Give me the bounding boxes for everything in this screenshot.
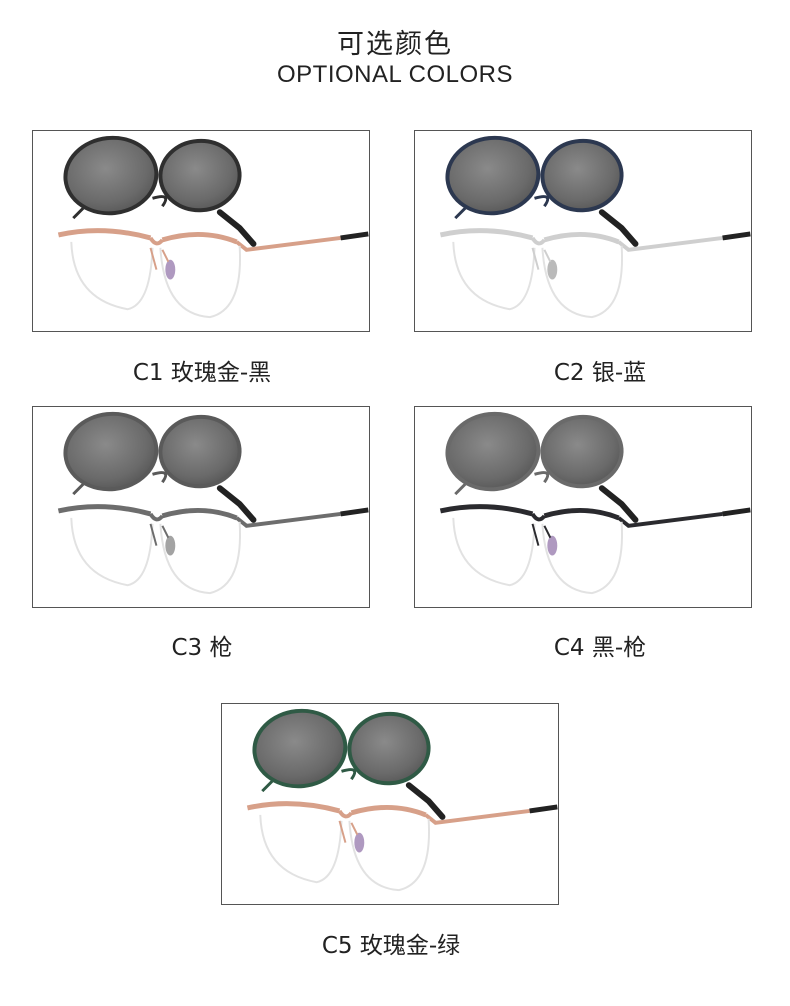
glasses-image-c5 (222, 704, 558, 904)
variant-label-c5: C5 玫瑰金-绿 (321, 933, 461, 959)
glasses-image-c1 (33, 131, 369, 331)
variant-card-c4[interactable] (414, 406, 752, 608)
variant-card-c2[interactable] (414, 130, 752, 332)
variant-card-c1[interactable] (32, 130, 370, 332)
variant-label-c4: C4 黑-枪 (553, 635, 647, 661)
variant-card-c5[interactable] (221, 703, 559, 905)
variant-label-c3: C3 枪 (171, 635, 233, 661)
variant-label-c1: C1 玫瑰金-黑 (132, 360, 272, 386)
glasses-image-c2 (415, 131, 751, 331)
variant-card-c3[interactable] (32, 406, 370, 608)
glasses-image-c3 (33, 407, 369, 607)
variant-label-c2: C2 银-蓝 (553, 360, 647, 386)
page-subtitle: OPTIONAL COLORS (277, 61, 513, 88)
page-title: 可选颜色 (337, 29, 453, 60)
glasses-image-c4 (415, 407, 751, 607)
